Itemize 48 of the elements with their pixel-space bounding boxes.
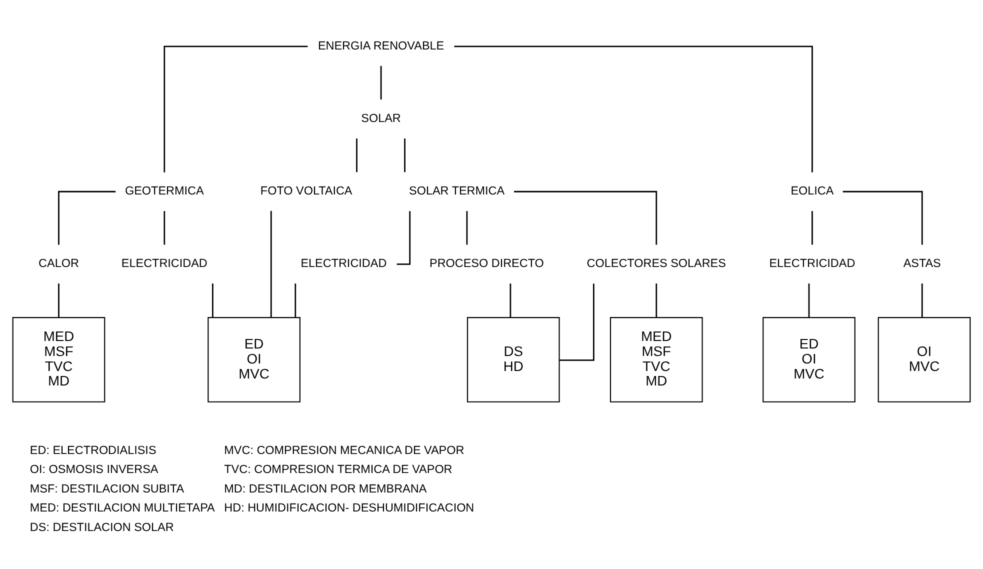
node-text: COLECTORES SOLARES (586, 256, 726, 270)
connector (921, 283, 923, 318)
connector (380, 65, 382, 100)
connector (454, 45, 813, 172)
node-text: ELECTRICIDAD (300, 256, 387, 270)
connector (58, 190, 116, 244)
node-text: ELECTRICIDAD (121, 256, 208, 270)
connector (656, 283, 658, 318)
node-text: CALOR (38, 256, 79, 270)
connector (270, 210, 272, 317)
label: TVC: COMPRESION TERMICA DE VAPOR (224, 462, 452, 476)
node-box: MED MSF TVC MD (610, 316, 703, 402)
node-text: SOLAR (361, 112, 401, 125)
node-box: OI MVC (878, 316, 971, 402)
label: ED: ELECTRODIALISIS (30, 443, 156, 456)
connector (164, 210, 166, 244)
node-box: ED OI MVC (762, 316, 856, 402)
label: OI: OSMOSIS INVERSA (30, 462, 158, 476)
connector (294, 283, 296, 318)
node-text: ASTAS (903, 256, 941, 270)
label: MD: DESTILACION POR MEMBRANA (224, 482, 427, 495)
node-text: PROCESO DIRECTO (430, 256, 544, 270)
label: MED: DESTILACION MULTIETAPA (30, 501, 215, 514)
connector (212, 283, 214, 318)
node-text: ELECTRICIDAD (769, 256, 856, 270)
node-box: MED MSF TVC MD (12, 316, 106, 402)
label: DS: DESTILACION SOLAR (30, 520, 174, 534)
node-text: FOTO VOLTAICA (260, 184, 352, 198)
node-text: GEOTERMICA (125, 184, 204, 198)
connector (812, 210, 813, 244)
connector (510, 283, 512, 318)
connector (514, 190, 658, 244)
connector (404, 138, 406, 172)
connector (356, 138, 358, 172)
label: MVC: COMPRESION MECANICA DE VAPOR (224, 443, 464, 456)
connector (842, 190, 923, 244)
node-text: SOLAR TERMICA (409, 184, 505, 198)
connector (164, 45, 308, 172)
node-text: EOLICA (790, 184, 834, 198)
label: MSF: DESTILACION SUBITA (30, 482, 184, 495)
label: HD: HUMIDIFICACION- DESHUMIDIFICACION (224, 501, 474, 514)
node-box: ED OI MVC (208, 316, 300, 402)
connector (560, 283, 594, 360)
connector (466, 210, 468, 244)
connector (58, 283, 60, 318)
node-text: ENERGIA RENOVABLE (318, 38, 444, 52)
node-box: DS HD (466, 316, 560, 402)
connector (808, 283, 810, 318)
